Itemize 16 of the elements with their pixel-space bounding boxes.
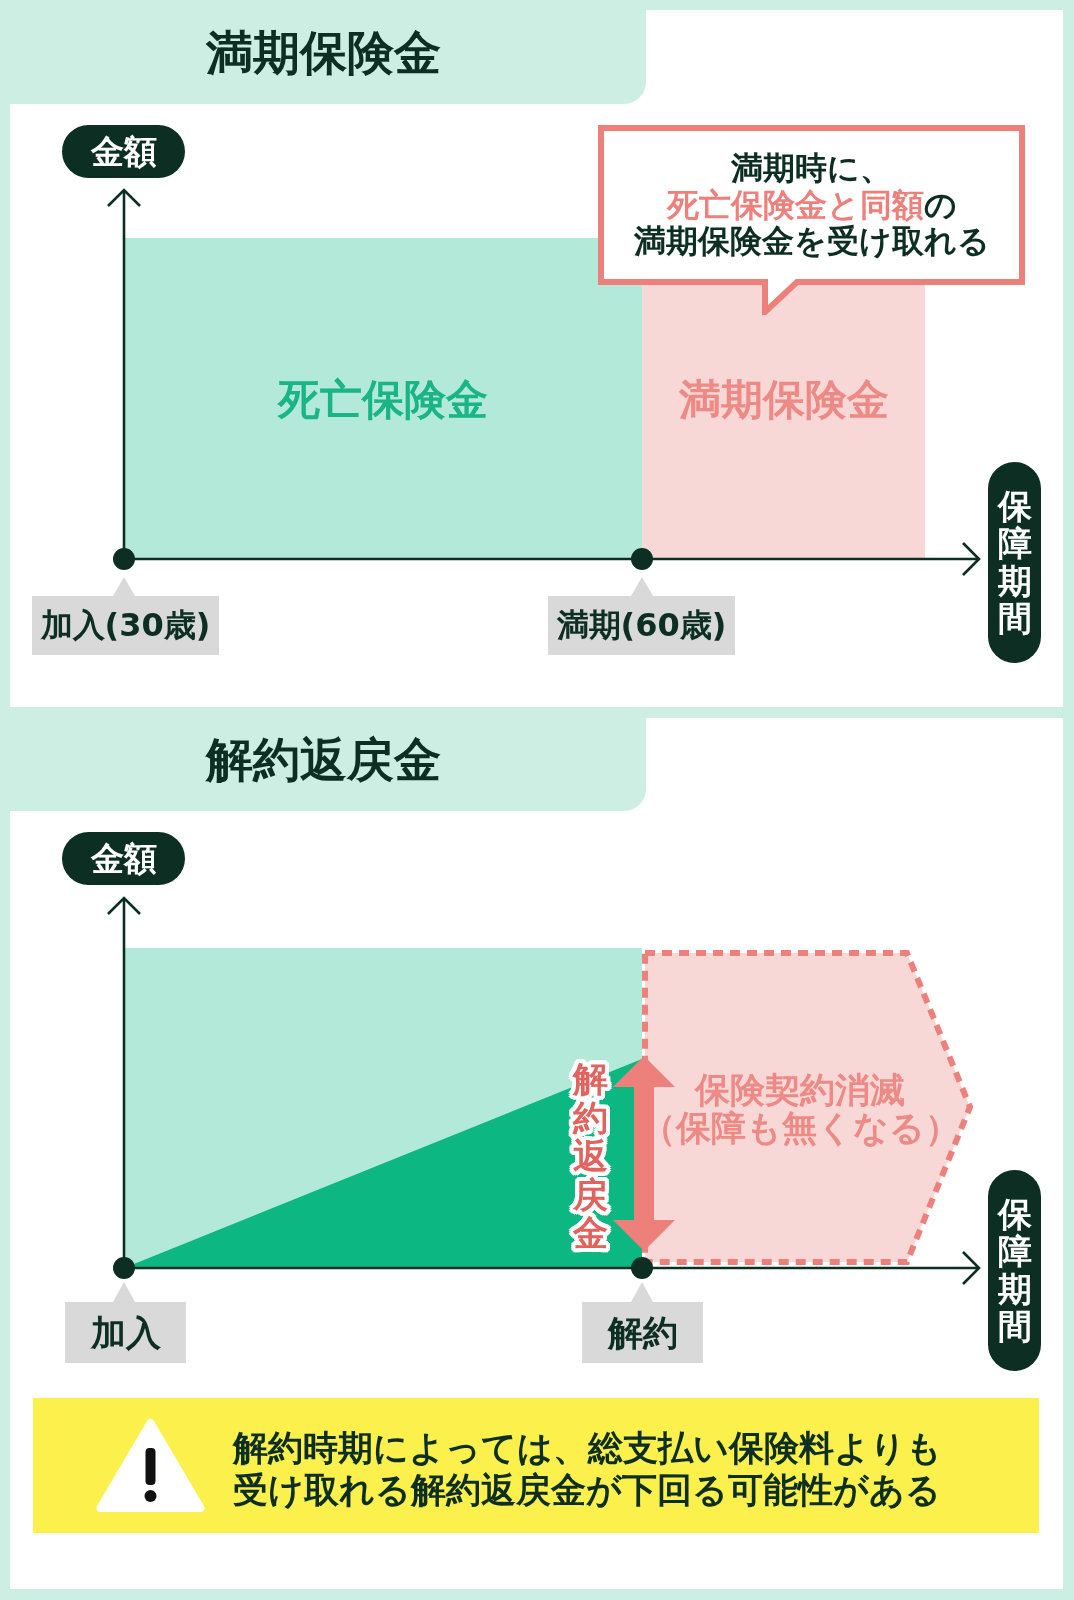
section-panel [10, 10, 1063, 707]
axis-label: 金額 [62, 125, 185, 178]
axis-label: 金額 [62, 832, 185, 885]
warning-message: 解約時期によっては、総支払い保険料よりも受け取れる解約返戻金が下回る可能性がある [233, 1427, 943, 1511]
shaded-region: 満期保険金 [642, 285, 925, 559]
section-panel [10, 718, 1063, 1589]
section-heading: 解約返戻金 [10, 718, 646, 811]
point-label: 満期(60歳) [548, 577, 735, 655]
warning-banner [33, 1398, 1039, 1533]
section-heading: 満期保険金 [10, 10, 646, 104]
lapsed-coverage-region: 保険契約消滅 （保障も無くなる） [642, 950, 974, 1268]
axis-label: 保障期間 [988, 1170, 1041, 1371]
point-label: 解約 [582, 1282, 703, 1363]
point-label: 加入(30歳) [32, 577, 219, 655]
point-label: 加入 [65, 1282, 186, 1363]
axis-label: 保障期間 [988, 462, 1041, 663]
